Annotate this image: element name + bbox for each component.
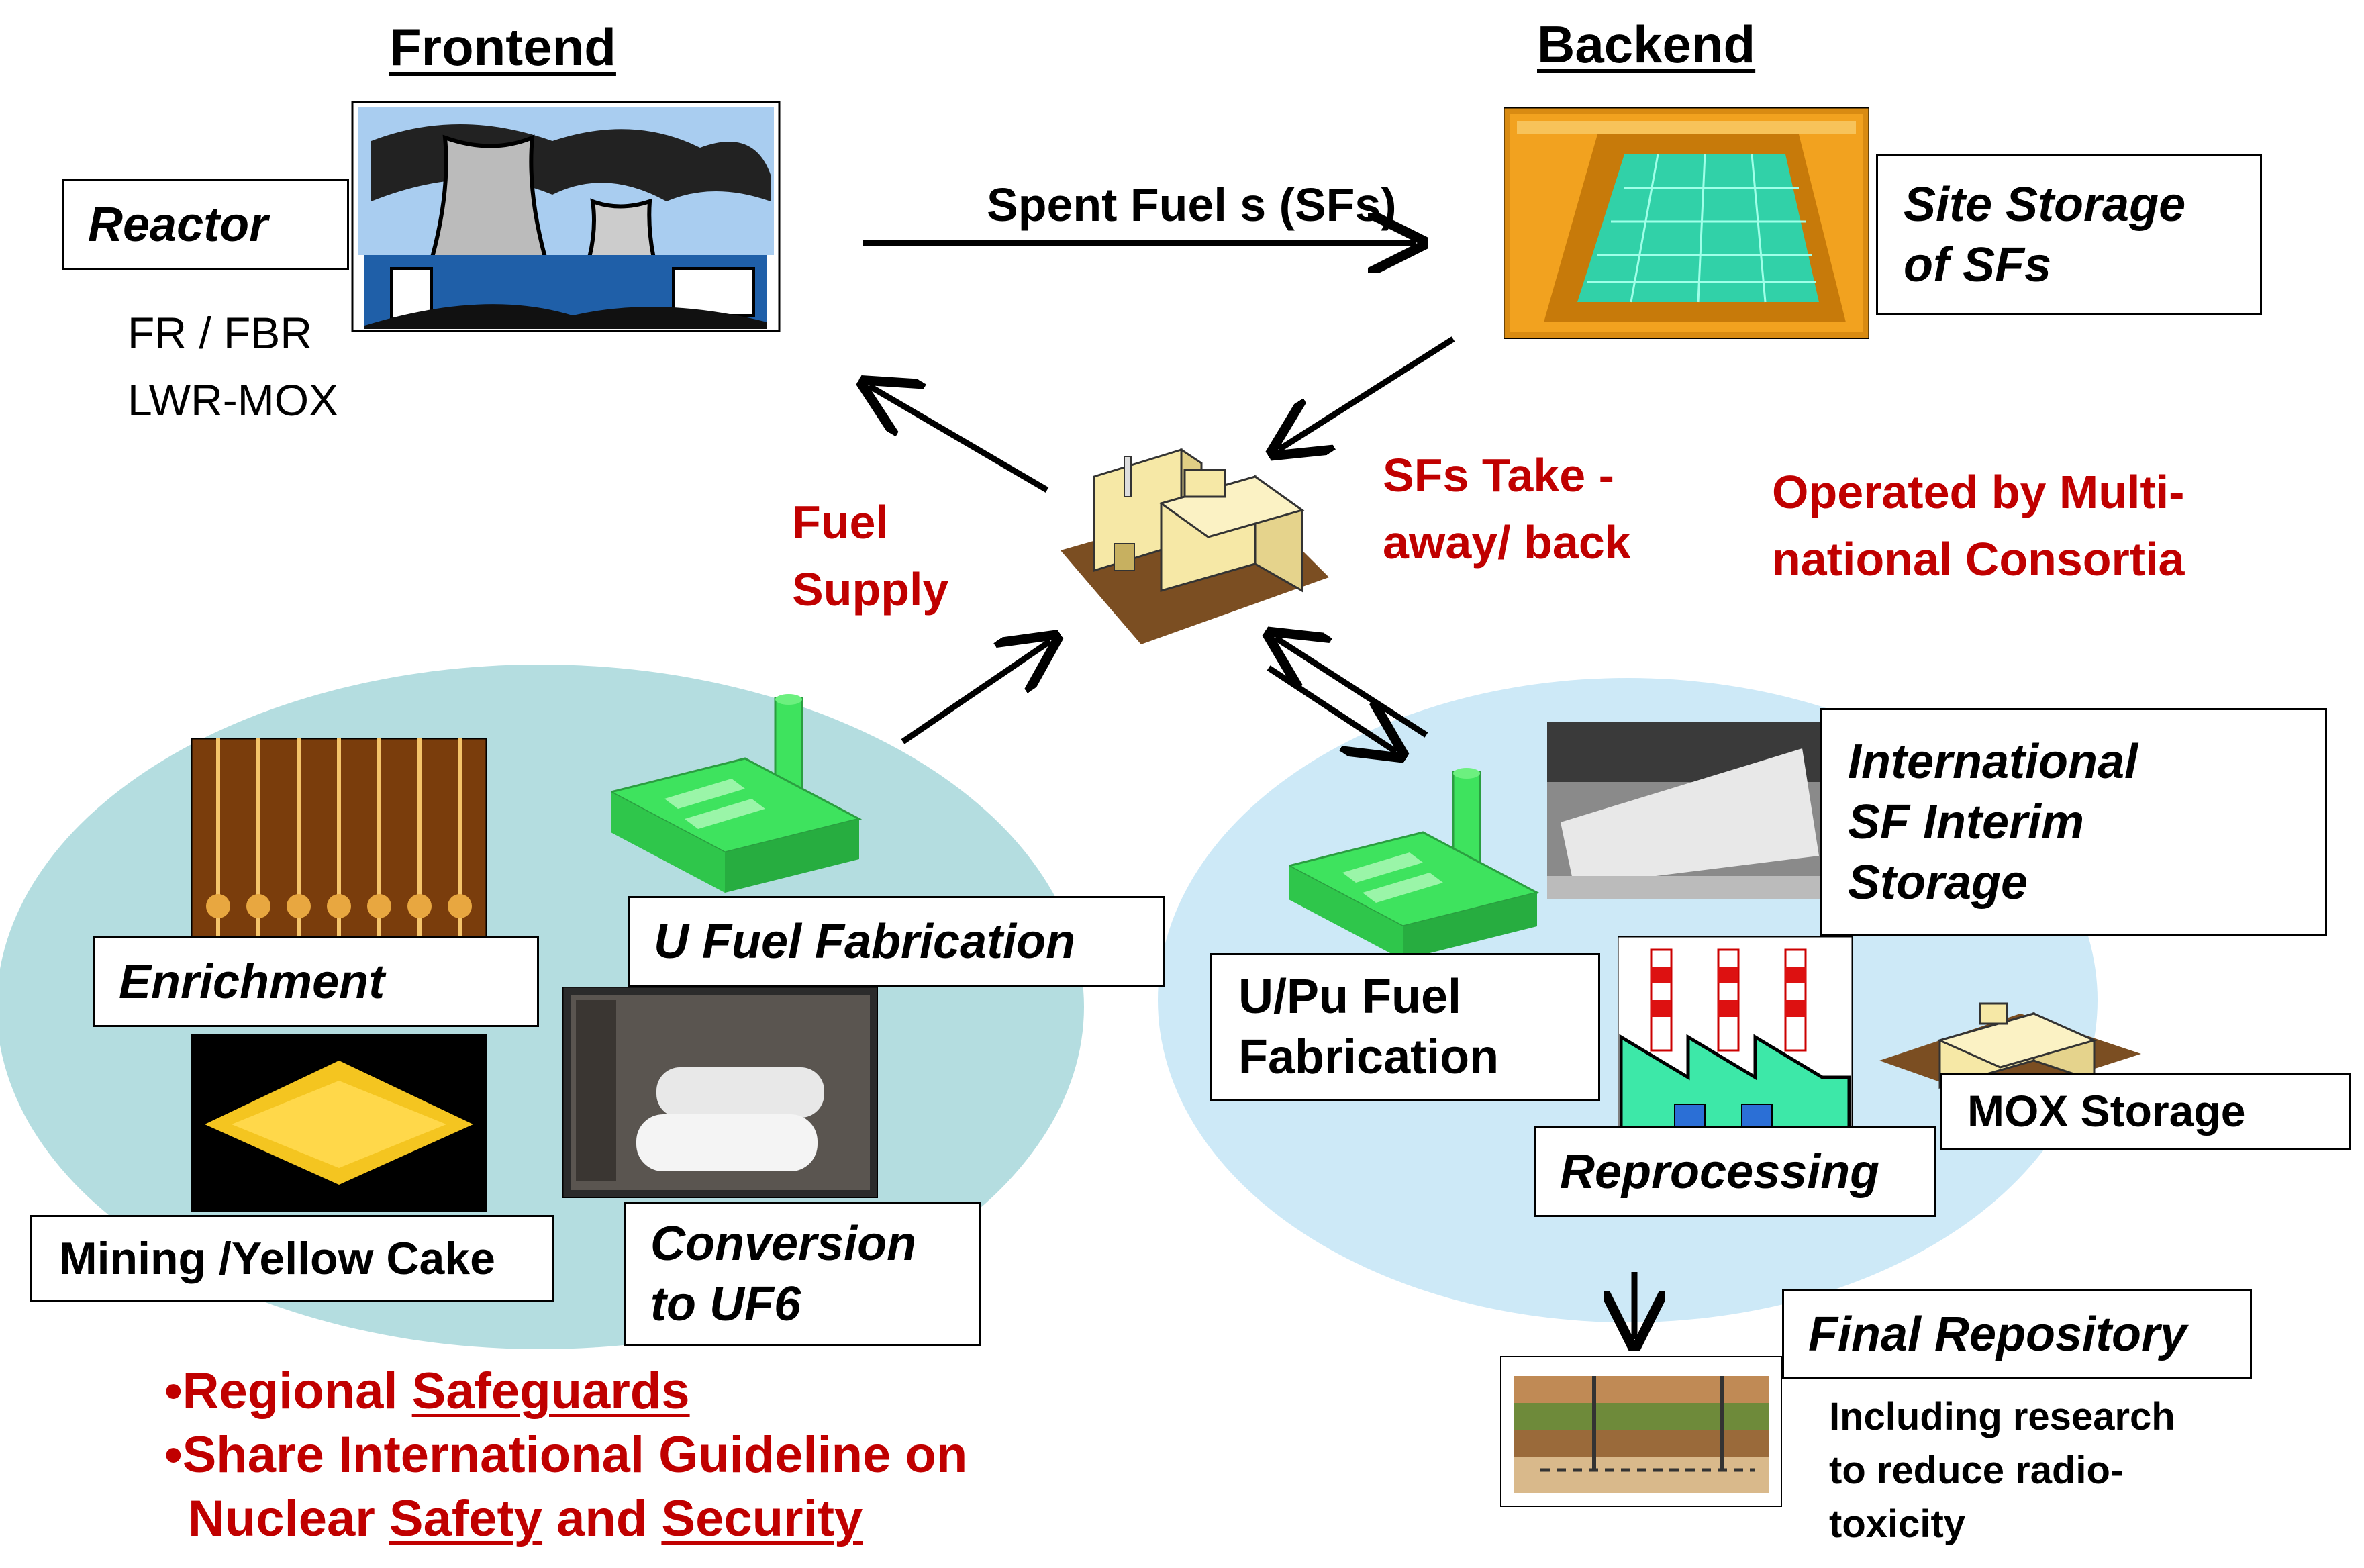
spent-fuel-label: Spent Fuel s (SFs) xyxy=(987,179,1397,231)
take-back-line2: away/ back xyxy=(1383,516,1631,569)
uf6-cylinders-image xyxy=(562,987,878,1198)
arrow-front-to-center xyxy=(901,641,1050,744)
interim-storage-line1: International xyxy=(1848,735,2138,789)
u-fuel-fabrication-box: U Fuel Fabrication xyxy=(628,896,1165,987)
conversion-line2: to UF6 xyxy=(650,1277,801,1331)
central-facility-image xyxy=(1061,448,1329,644)
final-repository-image xyxy=(1500,1356,1782,1507)
arrow-center-to-reactor xyxy=(869,386,1049,493)
bullet-guideline-line1: •Share International Guideline on xyxy=(164,1426,968,1483)
frontend-heading: Frontend xyxy=(389,17,616,77)
mining-box: Mining /Yellow Cake xyxy=(30,1215,554,1302)
u-fuel-factory-icon xyxy=(611,694,863,893)
reprocessing-label: Reprocessing xyxy=(1560,1144,1880,1199)
interim-storage-line2: SF Interim xyxy=(1848,795,2085,849)
site-storage-line2: of SFs xyxy=(1904,238,2052,292)
reactor-image xyxy=(351,101,781,332)
guideline-and: and xyxy=(542,1490,662,1547)
final-repository-box: Final Repository xyxy=(1782,1289,2252,1379)
upu-fabrication-box: U/Pu Fuel Fabrication xyxy=(1210,953,1600,1101)
guideline-nuclear: Nuclear xyxy=(188,1490,389,1547)
final-repository-label: Final Repository xyxy=(1808,1307,2187,1361)
spent-fuel-pool-image xyxy=(1504,107,1869,339)
security-term: Security xyxy=(661,1490,863,1547)
conversion-line1: Conversion xyxy=(650,1216,917,1271)
mining-label: Mining /Yellow Cake xyxy=(59,1232,495,1284)
reactor-label-box: Reactor xyxy=(62,179,349,270)
operated-by-line2: national Consortia xyxy=(1772,533,2185,585)
safety-term: Safety xyxy=(389,1490,543,1547)
bullet-safeguards: •Regional Safeguards xyxy=(164,1359,690,1423)
reprocessing-plant-icon xyxy=(1618,936,1853,1138)
research-note-line1: Including research xyxy=(1829,1395,2175,1438)
upu-fabrication-line1: U/Pu Fuel xyxy=(1238,970,1462,1024)
site-storage-line1: Site Storage xyxy=(1904,178,2186,232)
interim-storage-box: International SF Interim Storage xyxy=(1820,708,2327,936)
take-back-line1: SFs Take - xyxy=(1383,449,1614,501)
flow-arrows xyxy=(863,243,1634,1339)
u-fuel-fabrication-label: U Fuel Fabrication xyxy=(654,914,1076,969)
reactor-type-fbr: FR / FBR xyxy=(128,308,312,358)
research-note-line3: toxicity xyxy=(1829,1502,1966,1546)
fuel-supply-line2: Supply xyxy=(792,563,949,616)
fuel-supply-line1: Fuel xyxy=(792,496,889,548)
bullet-guideline-line2: Nuclear Safety and Security xyxy=(188,1487,863,1551)
enrichment-box: Enrichment xyxy=(93,936,539,1027)
operated-by-line1: Operated by Multi- xyxy=(1772,466,2185,518)
enrichment-label: Enrichment xyxy=(119,954,385,1009)
arrow-center-to-back xyxy=(1267,665,1396,752)
reactor-type-mox: LWR-MOX xyxy=(128,375,339,425)
upu-factory-icon xyxy=(1289,768,1540,960)
yellowcake-image xyxy=(191,1034,487,1212)
interim-storage-line3: Storage xyxy=(1848,856,2028,910)
arrow-back-to-center xyxy=(1275,638,1428,738)
research-note-line2: to reduce radio- xyxy=(1829,1449,2124,1492)
arrow-site-to-center xyxy=(1279,336,1455,450)
mox-storage-box: MOX Storage xyxy=(1940,1073,2351,1150)
safeguards-term: Safeguards xyxy=(411,1363,690,1420)
mox-storage-label: MOX Storage xyxy=(1967,1086,2246,1136)
upu-fabrication-line2: Fabrication xyxy=(1238,1030,1499,1084)
interim-storage-image xyxy=(1547,722,1829,899)
reprocessing-box: Reprocessing xyxy=(1534,1126,1936,1217)
backend-heading: Backend xyxy=(1537,15,1756,74)
conversion-box: Conversion to UF6 xyxy=(624,1202,981,1346)
enrichment-image xyxy=(191,738,487,940)
site-storage-box: Site Storage of SFs xyxy=(1876,154,2262,315)
reactor-label: Reactor xyxy=(88,197,268,252)
bullet-safeguards-prefix: •Regional xyxy=(164,1363,412,1420)
